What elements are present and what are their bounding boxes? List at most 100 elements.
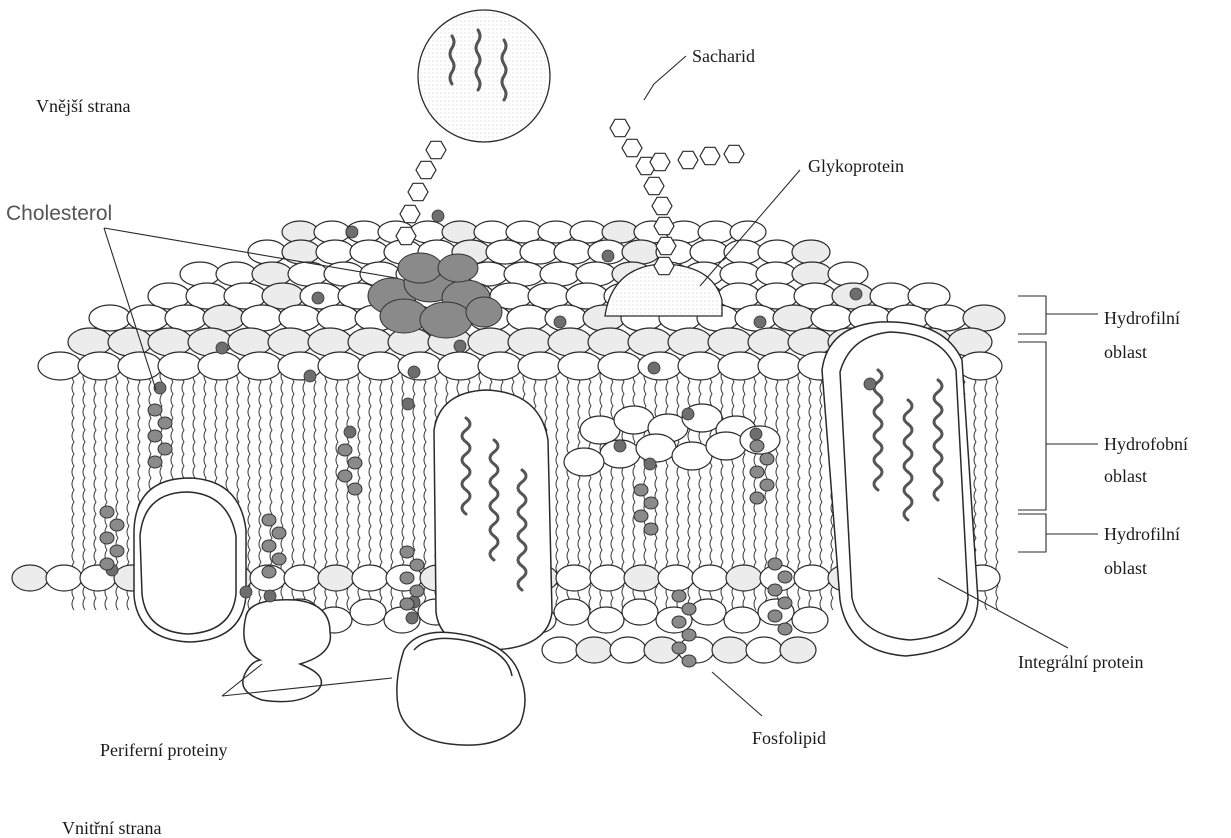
saccharide-unit: [678, 151, 698, 168]
phospholipid-head: [252, 262, 292, 286]
phospholipid-head: [792, 262, 832, 286]
phospholipid-head: [758, 352, 802, 380]
phospholipid-head: [556, 565, 592, 591]
cholesterol-molecule: [400, 572, 414, 584]
phospholipid-head: [925, 305, 967, 331]
phosphate-dot: [644, 458, 656, 470]
phospholipid-head: [350, 240, 388, 264]
cholesterol-molecule: [148, 456, 162, 468]
hydrophobic-label-2: oblast: [1104, 466, 1147, 486]
saccharide-unit: [650, 153, 670, 170]
cholesterol-molecule: [148, 430, 162, 442]
phospholipid-head: [712, 637, 748, 663]
phospholipid-head: [358, 352, 402, 380]
phospholipid-head: [756, 262, 796, 286]
front-leaflet-heads: [564, 404, 780, 476]
phospholipid-head: [622, 240, 660, 264]
cholesterol-molecule: [778, 571, 792, 583]
phosphate-dot: [216, 342, 228, 354]
phospholipid-head: [624, 565, 660, 591]
saccharide-label: Sacharid: [692, 46, 755, 66]
cholesterol-molecule: [400, 546, 414, 558]
cholesterol-molecule: [644, 497, 658, 509]
phospholipid-head: [279, 305, 321, 331]
saccharide-unit: [400, 205, 420, 222]
phospholipid-head: [158, 352, 202, 380]
phospholipid-head: [726, 565, 762, 591]
phosphate-dot: [750, 428, 762, 440]
phospholipid-head: [504, 262, 544, 286]
phospholipid-head: [794, 565, 830, 591]
saccharide-unit: [408, 183, 428, 200]
phospholipid-head: [282, 240, 320, 264]
cholesterol-molecule: [644, 523, 658, 535]
cholesterol-molecule: [682, 603, 696, 615]
phosphate-dot: [264, 590, 276, 602]
saccharide-unit: [700, 147, 720, 164]
phospholipid-head: [658, 565, 694, 591]
phospholipid-head: [963, 305, 1005, 331]
saccharide-unit: [396, 227, 416, 244]
phospholipid-head: [588, 607, 624, 633]
phosphate-dot: [344, 426, 356, 438]
phospholipid-head: [350, 599, 386, 625]
phospholipid-head: [724, 607, 760, 633]
integral-protein-label: Integrální protein: [1018, 652, 1143, 672]
phospholipid-head: [248, 240, 286, 264]
cholesterol-molecule: [672, 642, 686, 654]
saccharide-unit: [654, 217, 674, 234]
phospholipid-head: [828, 262, 868, 286]
phosphate-dot: [864, 378, 876, 390]
cholesterol-molecule: [338, 470, 352, 482]
inner-side-label: Vnitřní strana: [62, 818, 161, 838]
phospholipid-head: [678, 352, 722, 380]
phospholipid-head: [558, 352, 602, 380]
cholesterol-molecule: [338, 444, 352, 456]
cholesterol-molecule: [682, 629, 696, 641]
integral-protein-left: [134, 478, 246, 642]
phospholipid-head: [486, 240, 524, 264]
phosphate-dot: [346, 226, 358, 238]
cholesterol-molecule: [158, 443, 172, 455]
phospholipid-head: [554, 240, 592, 264]
phosphate-dot: [682, 408, 694, 420]
cholesterol-molecule: [262, 566, 276, 578]
cholesterol-molecule: [634, 510, 648, 522]
cholesterol-molecule: [750, 492, 764, 504]
phospholipid-head: [238, 352, 282, 380]
phospholipid-head: [698, 221, 734, 243]
phospholipid-head: [636, 434, 676, 462]
phosphate-dot: [406, 612, 418, 624]
cholesterol-molecule: [148, 404, 162, 416]
phosphate-dot: [408, 366, 420, 378]
phospholipid-head: [576, 262, 616, 286]
saccharide-unit: [654, 257, 674, 274]
phosphate-dot: [240, 586, 252, 598]
saccharide-unit: [644, 177, 664, 194]
outer-side-label: Vnější strana: [36, 96, 130, 116]
saccharide-unit: [656, 237, 676, 254]
cholesterol-molecule: [410, 559, 424, 571]
phospholipid-head: [730, 221, 766, 243]
phospholipid-head: [746, 637, 782, 663]
hydrophilic-top-label-2: oblast: [1104, 342, 1147, 362]
phospholipid-head: [542, 637, 578, 663]
phosphate-dot: [648, 362, 660, 374]
phospholipid-head: [284, 565, 320, 591]
cholesterol-molecule: [768, 584, 782, 596]
phospholipid-head: [718, 352, 762, 380]
phospholipid-head: [118, 352, 162, 380]
phospholipid-head: [180, 262, 220, 286]
phospholipid-head: [792, 607, 828, 633]
cholesterol-molecule: [348, 483, 362, 495]
phospholipid-head: [324, 262, 364, 286]
hydrophilic-top-label-1: Hydrofilní: [1104, 308, 1180, 328]
phospholipid-head: [316, 240, 354, 264]
cholesterol-molecule: [768, 558, 782, 570]
cholesterol-molecule: [400, 598, 414, 610]
phospholipid-head: [598, 352, 642, 380]
phospholipid-head: [438, 352, 482, 380]
cholesterol-molecule: [410, 585, 424, 597]
phospholipid-head: [216, 262, 256, 286]
phospholipid-head: [478, 352, 522, 380]
